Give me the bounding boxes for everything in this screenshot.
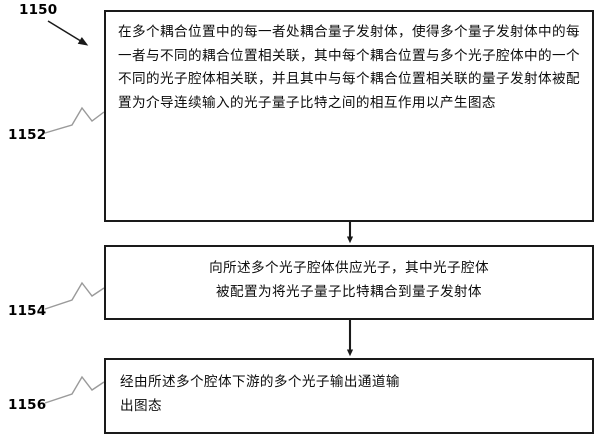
- flow-step-box-1154: 向所述多个光子腔体供应光子，其中光子腔体 被配置为将光子量子比特耦合到量子发射体: [104, 245, 594, 320]
- leader-line-1152: [44, 106, 105, 134]
- flow-step-box-1156: 经由所述多个腔体下游的多个光子输出通道输 出图态: [104, 358, 594, 434]
- leader-line-1156: [44, 375, 105, 404]
- flow-step-text-1154: 向所述多个光子腔体供应光子，其中光子腔体 被配置为将光子量子比特耦合到量子发射体: [209, 260, 489, 300]
- leader-line-1154: [44, 281, 105, 310]
- leader-arrow-1150: [47, 20, 89, 46]
- flow-step-box-1152: 在多个耦合位置中的每一者处耦合量子发射体，使得多个量子发射体中的每一者与不同的耦…: [104, 10, 594, 222]
- reference-numeral-1154: 1154: [8, 303, 47, 319]
- reference-numeral-1152: 1152: [8, 127, 47, 143]
- reference-numeral-1156: 1156: [8, 397, 47, 413]
- reference-numeral-1150: 1150: [19, 2, 58, 18]
- flow-step-text-1156: 经由所述多个腔体下游的多个光子输出通道输 出图态: [120, 374, 400, 414]
- flow-step-text-1152: 在多个耦合位置中的每一者处耦合量子发射体，使得多个量子发射体中的每一者与不同的耦…: [118, 24, 580, 111]
